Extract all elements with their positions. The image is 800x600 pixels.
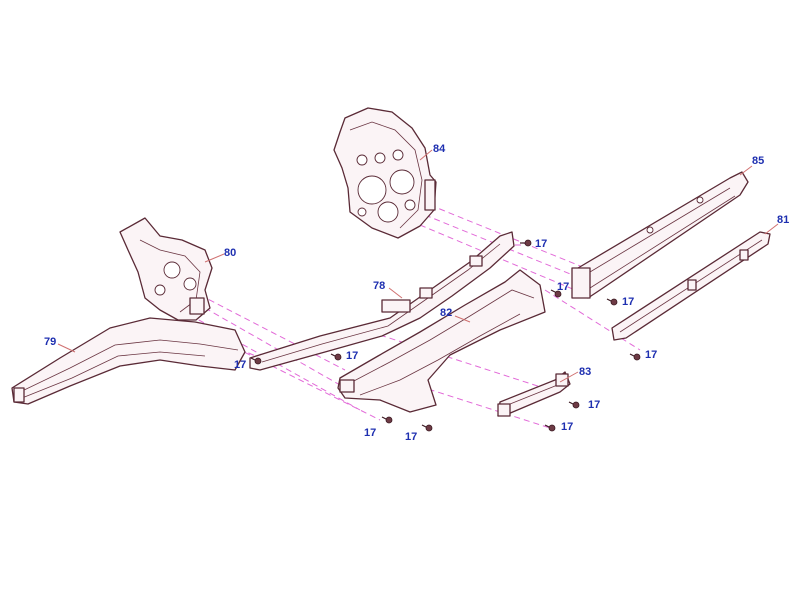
label-bolt-3: 17 (622, 296, 634, 308)
label-part-78: 78 (373, 280, 385, 292)
part-85-bracket (571, 171, 749, 299)
part-labels: 84 85 81 80 78 82 83 79 17 17 17 17 17 1… (44, 143, 789, 443)
part-78-rail (249, 231, 515, 371)
part-81-bar (611, 231, 771, 341)
part-82-rail (337, 269, 546, 413)
bolt-10 (544, 424, 556, 432)
part-80-bracket (119, 217, 213, 321)
label-part-82: 82 (440, 307, 452, 319)
bolt-6 (250, 357, 262, 365)
bolt-9 (568, 401, 580, 409)
label-bolt-1: 17 (535, 238, 547, 250)
label-bolt-7: 17 (364, 427, 376, 439)
bolt-1 (520, 239, 532, 247)
part-83-bar (497, 371, 571, 417)
label-part-81: 81 (777, 214, 789, 226)
label-part-83: 83 (579, 366, 591, 378)
bolt-8 (421, 424, 433, 432)
label-bolt-6: 17 (234, 359, 246, 371)
label-part-80: 80 (224, 247, 236, 259)
bolt-4 (629, 353, 641, 361)
label-bolt-10: 17 (561, 421, 573, 433)
bolt-2 (550, 289, 562, 298)
label-bolt-8: 17 (405, 431, 417, 443)
bolt-5 (330, 353, 342, 361)
label-part-79: 79 (44, 336, 56, 348)
bolt-3 (606, 298, 618, 306)
label-bolt-5: 17 (346, 350, 358, 362)
leader-lines (57, 149, 779, 383)
label-part-85: 85 (752, 155, 764, 167)
part-84-bracket (333, 107, 437, 239)
bolt-set (250, 239, 641, 432)
bolt-7 (381, 416, 393, 424)
label-bolt-4: 17 (645, 349, 657, 361)
label-bolt-9: 17 (588, 399, 600, 411)
part-79-rail (11, 317, 246, 405)
label-bolt-2: 17 (557, 281, 569, 293)
label-part-84: 84 (433, 143, 446, 155)
